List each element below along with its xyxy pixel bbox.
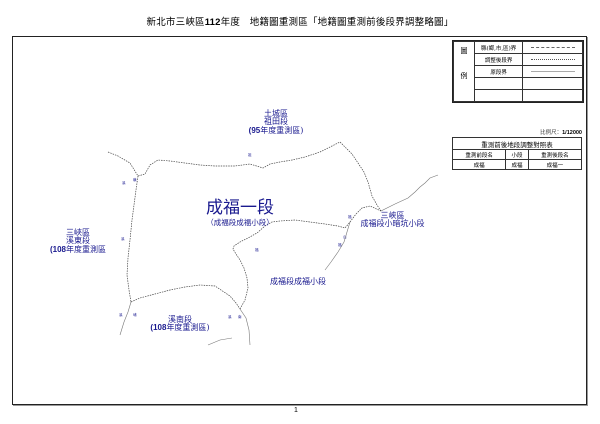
county-boundary-symbol [522, 41, 583, 54]
svg-text:埔: 埔 [133, 312, 137, 317]
svg-text:祖: 祖 [248, 152, 252, 157]
legend-box: 圖例 縣(鄉,市,區)界 調整後段界 原段界 [452, 40, 584, 103]
legend-empty [522, 89, 583, 102]
legend-row-label: 調整後段界 [473, 53, 524, 66]
adjusted-boundary-symbol [522, 53, 583, 66]
legend-empty [473, 89, 524, 102]
svg-text:磺: 磺 [133, 177, 137, 182]
south-section: 溪南段 [168, 315, 192, 324]
svg-text:福: 福 [255, 247, 259, 252]
table-row: 成福 成福 成福一 [451, 159, 583, 170]
original-boundary-symbol [522, 65, 583, 78]
scale-text: 比例尺： [540, 130, 563, 136]
title-prefix: 新北市三峽區 [146, 17, 205, 28]
map-frame [12, 36, 587, 405]
legend-row-label: 縣(鄉,市,區)界 [473, 41, 524, 54]
label-north: 土城區 祖田段 (95年度重測區) [236, 109, 316, 135]
svg-text:山: 山 [343, 234, 347, 239]
col-header: 重測後段名 [527, 149, 583, 160]
south-year-suffix: 年度重測區) [166, 323, 210, 333]
main-section-name: 成福一段 [206, 198, 274, 218]
east-district: 三峽區 [380, 211, 405, 220]
col-header: 重測前段名 [451, 149, 507, 160]
map-title: 新北市三峽區112年度 地籍圖重測區「地籍圖重測前後段界調整略圖」 [0, 14, 600, 28]
legend-side-label: 圖例 [453, 41, 475, 102]
svg-text:溪: 溪 [122, 180, 126, 185]
scale-value: 1/12000 [562, 130, 582, 136]
cell: 成福一 [527, 159, 583, 170]
east-section: 成福段小暗坑小段 [360, 219, 425, 229]
legend-row-label: 原段界 [473, 65, 524, 78]
comparison-table: 重測前後地段調整對照表 重測前段名 小段 重測後段名 成福 成福 成福一 [451, 137, 583, 170]
label-main-section: 成福一段 （成福段成福小段） [180, 198, 300, 227]
title-suffix: 年度 地籍圖重測區「地籍圖重測前後段界調整略圖」 [220, 17, 454, 28]
label-west: 三峽區 溪東段 (108年度重測區 [38, 228, 118, 254]
cell: 成福 [451, 159, 507, 170]
west-section: 溪東段 [66, 236, 90, 246]
west-year-num: (108 [49, 244, 66, 254]
svg-text:溪: 溪 [121, 236, 125, 241]
west-year-suffix: 年度重測區 [66, 244, 106, 254]
comparison-title: 重測前後地段調整對照表 [452, 137, 582, 150]
page-number: 1 [294, 407, 298, 414]
label-east: 三峽區 成福段小暗坑小段 [350, 211, 435, 229]
title-year: 112 [204, 17, 221, 28]
scale-label: 比例尺：1/12000 [452, 128, 582, 136]
cell: 成福 [505, 159, 529, 170]
svg-text:南: 南 [238, 314, 242, 319]
legend-empty [473, 77, 524, 90]
label-southeast: 成福段成福小段 [258, 277, 338, 286]
svg-text:溪: 溪 [119, 312, 123, 317]
svg-text:福: 福 [338, 242, 342, 247]
north-district: 土城區 [264, 109, 288, 118]
col-header: 小段 [505, 149, 529, 160]
main-section-sub: （成福段成福小段） [206, 217, 274, 227]
north-section: 祖田段 [264, 117, 288, 127]
south-year-num: (108 [150, 323, 167, 333]
svg-text:溪: 溪 [228, 314, 232, 319]
svg-text:福: 福 [348, 214, 352, 219]
label-south: 溪南段 (108年度重測區) [135, 315, 225, 333]
legend-empty [522, 77, 583, 90]
west-district: 三峽區 [66, 228, 90, 237]
southeast-section: 成福段成福小段 [270, 277, 326, 286]
north-year-num: (95 [248, 125, 261, 135]
north-year-suffix: 年度重測區) [260, 125, 304, 135]
